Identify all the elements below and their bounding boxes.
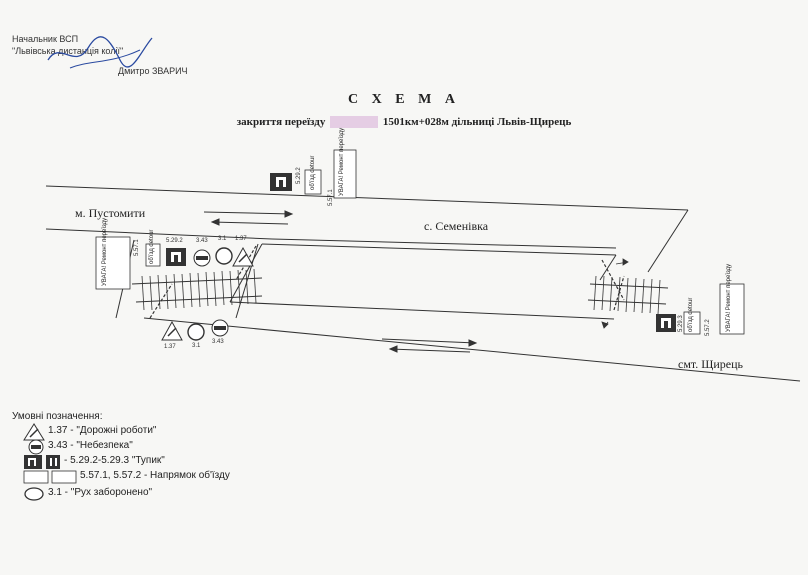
sign-label-5571-top: 5.57.1 <box>328 189 334 206</box>
legend-no-entry-icon <box>24 487 44 501</box>
road-edge-top <box>45 185 689 211</box>
approver-post: Начальник ВСП <box>12 34 79 44</box>
legend-title: Умовні позначення: <box>12 411 103 422</box>
subtitle-prefix: закриття переїзду <box>236 116 326 128</box>
sign-label-5292-left: 5.29.2 <box>166 238 183 244</box>
place-shchyrets: смт. Щирець <box>678 357 744 371</box>
detour-plate-top-text: об'їзд detour <box>310 155 316 190</box>
road-edge-bottom <box>143 317 801 382</box>
dead-end-sign-top <box>270 173 292 191</box>
sign-label-137-left-bottom: 1.37 <box>164 344 176 350</box>
sign-label-5571-left: 5.57.1 <box>134 239 140 256</box>
legend-dead-end-icon <box>24 455 60 469</box>
legend-detour-icon <box>23 470 49 484</box>
sign-label-5293-right: 5.29.3 <box>678 315 684 332</box>
sign-label-343-left-bottom: 3.43 <box>212 339 224 345</box>
sign-label-5572-right: 5.57.2 <box>705 319 711 336</box>
warning-plate-left-text: УВАГА! Ремонт переїзду <box>102 217 108 286</box>
sign-label-31-left-bottom: 3.1 <box>192 343 201 349</box>
warning-plate-right-text: УВАГА! Ремонт переїзду <box>726 263 732 332</box>
subtitle-suffix: 1501км+028м дільниці Львів-Щирець <box>382 116 572 128</box>
legend-item-no-entry: 3.1 - "Рух заборонено" <box>48 487 153 498</box>
sign-label-343-left-top: 3.43 <box>196 238 208 244</box>
place-pustomyty: м. Пустомити <box>75 206 146 220</box>
sign-label-137-left-top: 1.37 <box>235 236 247 242</box>
sign-label-31-left-top: 3.1 <box>218 236 227 242</box>
sign-label-5292-top: 5.29.2 <box>296 167 302 184</box>
detour-plate-right-text: об'їзд detour <box>688 297 694 332</box>
place-semenivka: с. Семенівка <box>424 219 489 233</box>
approver-name: Дмитро ЗВАРИЧ <box>118 66 188 76</box>
redacted-mark <box>330 116 379 129</box>
detour-plate-left-text: об'їзд detour <box>149 229 155 264</box>
scheme-title: С Х Е М А <box>348 92 460 107</box>
scheme-subtitle: закриття переїзду 1501км+028м дільниці Л… <box>0 116 808 129</box>
legend-item-detour: 5.57.1, 5.57.2 - Напрямок об'їзду <box>80 470 230 481</box>
legend-item-roadworks: 1.37 - "Дорожні роботи" <box>48 425 157 436</box>
legend-item-danger: 3.43 - "Небезпека" <box>48 440 133 451</box>
road-edge-right <box>647 209 689 273</box>
signature-icon <box>47 36 153 69</box>
legend-item-dead-end: - 5.29.2-5.29.3 "Тупик" <box>64 455 165 466</box>
approver-organization: "Львівська дистанція колії" <box>12 46 124 56</box>
warning-plate-top-text: УВАГА! Ремонт переїзду <box>339 127 345 196</box>
